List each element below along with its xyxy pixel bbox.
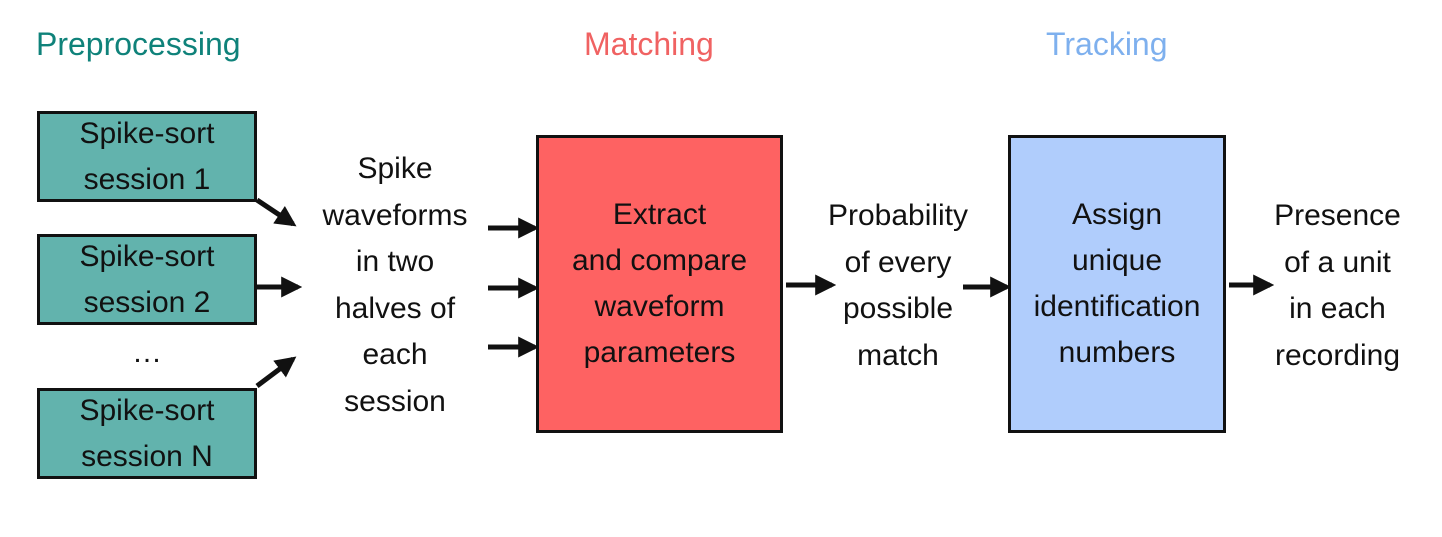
session-box-n: Spike-sort session N — [37, 388, 257, 479]
matching-box: Extract and compare waveform parameters — [536, 135, 783, 433]
session-box-2-line1: Spike-sort — [79, 239, 215, 273]
preprocessing-title: Preprocessing — [36, 26, 241, 62]
session-box-1-line1: Spike-sort — [79, 116, 215, 150]
waveform-label-line: waveforms — [322, 198, 468, 232]
output-label-line: Presence — [1274, 199, 1401, 232]
arrow-sessionn-to-waveforms — [255, 356, 297, 388]
waveform-label-line: halves of — [334, 291, 456, 325]
waveform-label-line: Spike — [357, 152, 433, 185]
probability-label-line: Probability — [827, 199, 969, 232]
matching-box-line: Extract — [612, 198, 707, 231]
output-label-line: recording — [1274, 338, 1401, 372]
arrow-session1-to-waveforms — [255, 197, 297, 227]
session-box-1-line2: session 1 — [83, 162, 211, 196]
tracking-box-line: unique — [1071, 244, 1163, 277]
output-label: Presence of a unit in each recording — [1250, 193, 1425, 379]
matching-box-line: parameters — [583, 336, 736, 369]
output-label-line: in each — [1289, 292, 1386, 325]
tracking-box: Assign unique identification numbers — [1008, 135, 1226, 433]
session-box-1: Spike-sort session 1 — [37, 111, 257, 202]
session-box-n-line1: Spike-sort — [79, 393, 215, 427]
matching-box-line: waveform — [594, 290, 725, 323]
waveform-label-line: each — [362, 338, 428, 371]
waveform-label-line: session — [344, 384, 446, 418]
session-box-n-line2: session N — [81, 439, 213, 473]
output-label-line: of a unit — [1284, 245, 1391, 279]
waveform-label: Spike waveforms in two halves of each se… — [300, 146, 490, 425]
matching-title: Matching — [584, 26, 714, 62]
tracking-title: Tracking — [1046, 26, 1168, 62]
probability-label-line: of every — [844, 245, 952, 279]
probability-label-line: possible — [842, 292, 954, 325]
session-ellipsis: … — [132, 336, 162, 369]
tracking-box-line: numbers — [1058, 336, 1176, 369]
waveform-label-line: in two — [355, 245, 435, 278]
probability-label: Probability of every possible match — [808, 193, 988, 379]
matching-box-line: and compare — [571, 244, 748, 277]
session-box-2: Spike-sort session 2 — [37, 234, 257, 325]
tracking-box-line: Assign — [1071, 198, 1163, 231]
tracking-box-line: identification — [1033, 290, 1201, 323]
probability-label-line: match — [857, 338, 939, 372]
session-box-2-line2: session 2 — [83, 285, 211, 319]
